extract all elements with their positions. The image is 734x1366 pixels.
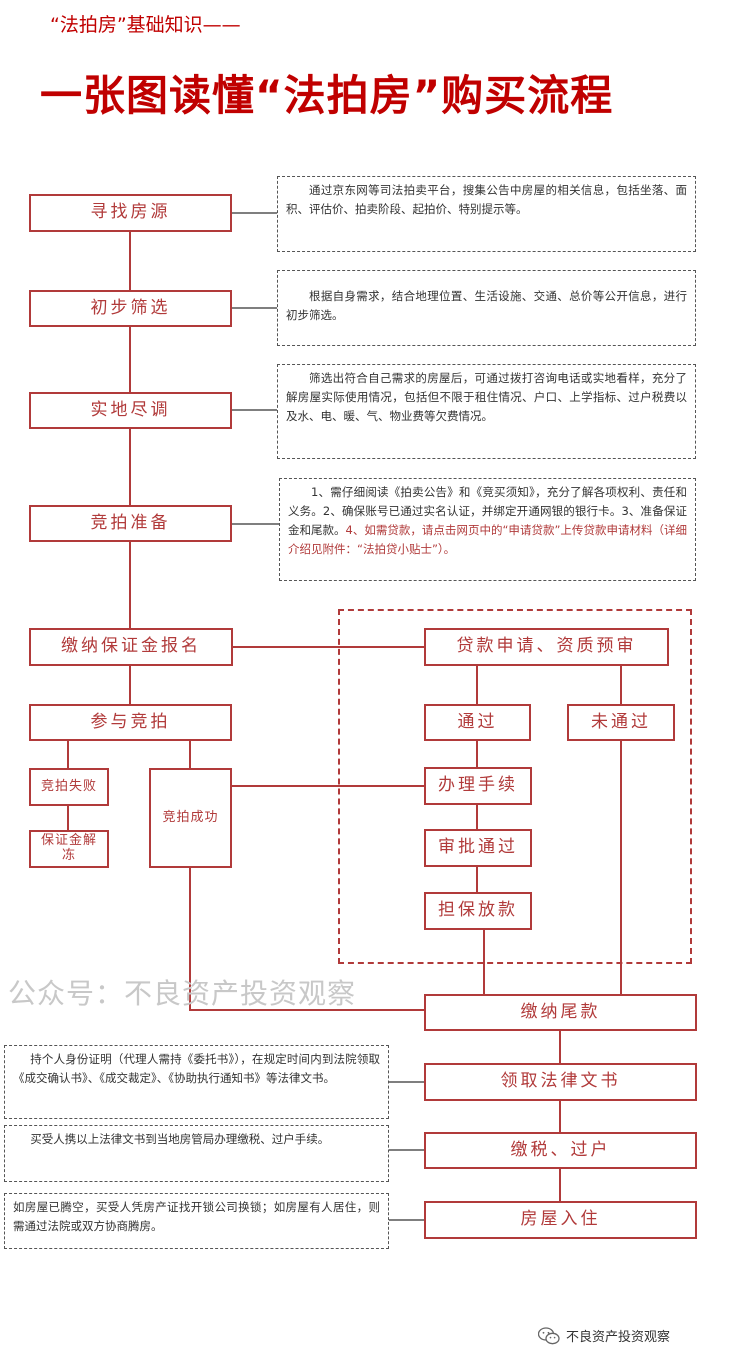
- step-tax-transfer: 缴税、过户: [424, 1132, 697, 1169]
- note-auction-prep: 1、需仔细阅读《拍卖公告》和《竞买须知》，充分了解各项权利、责任和义务。2、确保…: [279, 478, 696, 581]
- page-subtitle: “法拍房”基础知识——: [50, 14, 241, 36]
- step-deposit-register: 缴纳保证金报名: [29, 628, 233, 666]
- note-auction-prep-text: 1、需仔细阅读《拍卖公告》和《竞买须知》，充分了解各项权利、责任和义务。2、确保…: [288, 485, 687, 537]
- step-review-passed: 审批通过: [424, 829, 532, 867]
- connector-success-balance: [189, 868, 424, 1011]
- step-initial-screening: 初步筛选: [29, 290, 232, 327]
- note-legal-docs: 持个人身份证明（代理人需持《委托书》），在规定时间内到法院领取《成交确认书》、《…: [4, 1045, 389, 1119]
- step-find-source: 寻找房源: [29, 194, 232, 232]
- step-auction-prep: 竞拍准备: [29, 505, 232, 542]
- step-guarantee-release: 担保放款: [424, 892, 532, 930]
- note-move-in: 如房屋已腾空，买受人凭房产证找开锁公司换锁；如房屋有人居住，则需通过法院或双方协…: [4, 1193, 389, 1249]
- step-move-in: 房屋入住: [424, 1201, 697, 1239]
- step-pay-balance: 缴纳尾款: [424, 994, 697, 1031]
- step-approved: 通过: [424, 704, 531, 741]
- loan-process-group: [338, 609, 692, 964]
- page-title: 一张图读懂“法拍房”购买流程: [40, 71, 614, 120]
- wechat-icon: [537, 1326, 560, 1345]
- watermark: 公众号：不良资产投资观察: [8, 977, 357, 1010]
- step-auction-success: 竞拍成功: [149, 768, 232, 868]
- step-not-approved: 未通过: [567, 704, 675, 741]
- step-auction-failed: 竞拍失败: [29, 768, 109, 806]
- footer-account-name: 不良资产投资观察: [566, 1330, 671, 1345]
- step-legal-docs: 领取法律文书: [424, 1063, 697, 1101]
- note-initial-screening: 根据自身需求，结合地理位置、生活设施、交通、总价等公开信息，进行初步筛选。: [277, 270, 696, 346]
- note-auction-prep-loan-text: 4、如需贷款，请点击网页中的“申请贷款”上传贷款申请材料（详细介绍见附件：“法拍…: [288, 523, 688, 556]
- footer: 不良资产投资观察: [537, 1326, 671, 1345]
- step-site-survey: 实地尽调: [29, 392, 232, 429]
- step-loan-apply: 贷款申请、资质预审: [424, 628, 669, 666]
- note-site-survey: 筛选出符合自己需求的房屋后，可通过拨打咨询电话或实地看样，充分了解房屋实际使用情…: [277, 364, 696, 459]
- note-find-source: 通过京东网等司法拍卖平台，搜集公告中房屋的相关信息，包括坐落、面积、评估价、拍卖…: [277, 176, 696, 252]
- note-tax-transfer: 买受人携以上法律文书到当地房管局办理缴税、过户手续。: [4, 1125, 389, 1182]
- step-deposit-unfreeze: 保证金解冻: [29, 830, 109, 868]
- step-join-auction: 参与竞拍: [29, 704, 232, 741]
- step-procedures: 办理手续: [424, 767, 532, 805]
